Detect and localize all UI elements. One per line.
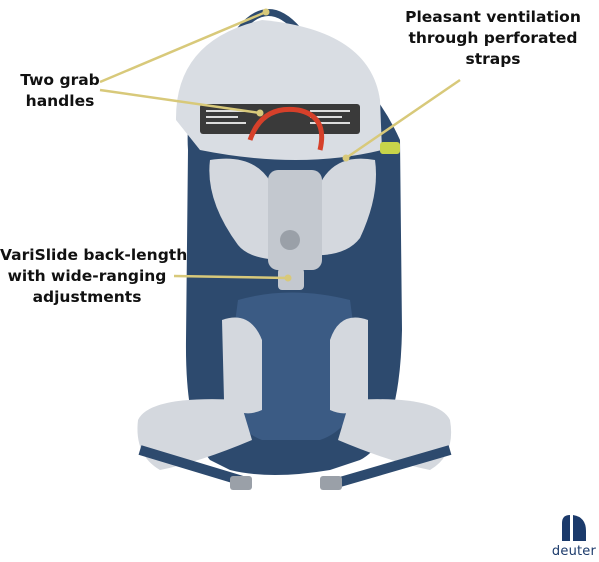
callout-vent-line-2: through perforated [408,29,578,47]
lid-panel [175,20,382,160]
deuter-logo-icon [562,515,586,541]
varislide-badge [280,230,300,250]
left-shoulder-strap [209,158,285,260]
callout-vari-line-3: adjustments [32,288,142,306]
callout-line-grab-inner [99,88,261,115]
hip-belt-right [338,399,452,470]
hip-belt-strap-right [338,445,452,487]
callout-grab-handles: Two grab handles [8,70,112,112]
right-shoulder-strap [305,158,376,256]
callout-grab-line-1: Two grab [20,71,100,89]
hip-belt-strap-left [138,445,248,487]
hip-buckle-right [320,476,342,490]
hip-buckle-left [230,476,252,490]
callout-line-ventilation [345,78,461,160]
callout-line-grab-top [99,10,267,84]
hip-belt-left [137,399,252,470]
varislide-panel [268,170,322,270]
callout-lines [99,10,461,280]
callout-vent-line-3: straps [465,50,521,68]
callout-vent-line-1: Pleasant ventilation [405,8,581,26]
right-mesh-pad [330,317,368,414]
inner-grab-handle [247,106,325,151]
callout-ventilation: Pleasant ventilation through perforated … [398,7,588,70]
brand-wordmark: deuter [551,544,597,559]
callout-line-varislide [173,274,289,280]
side-clip [380,142,400,154]
callout-vari-line-1: VariSlide back-length [0,246,188,264]
left-mesh-pad [222,317,262,414]
callout-vari-line-2: with wide-ranging [7,267,167,285]
brand-logo: deuter [548,513,599,561]
callout-grab-line-2: handles [25,92,95,110]
callout-varislide: VariSlide back-length with wide-ranging … [0,245,188,308]
